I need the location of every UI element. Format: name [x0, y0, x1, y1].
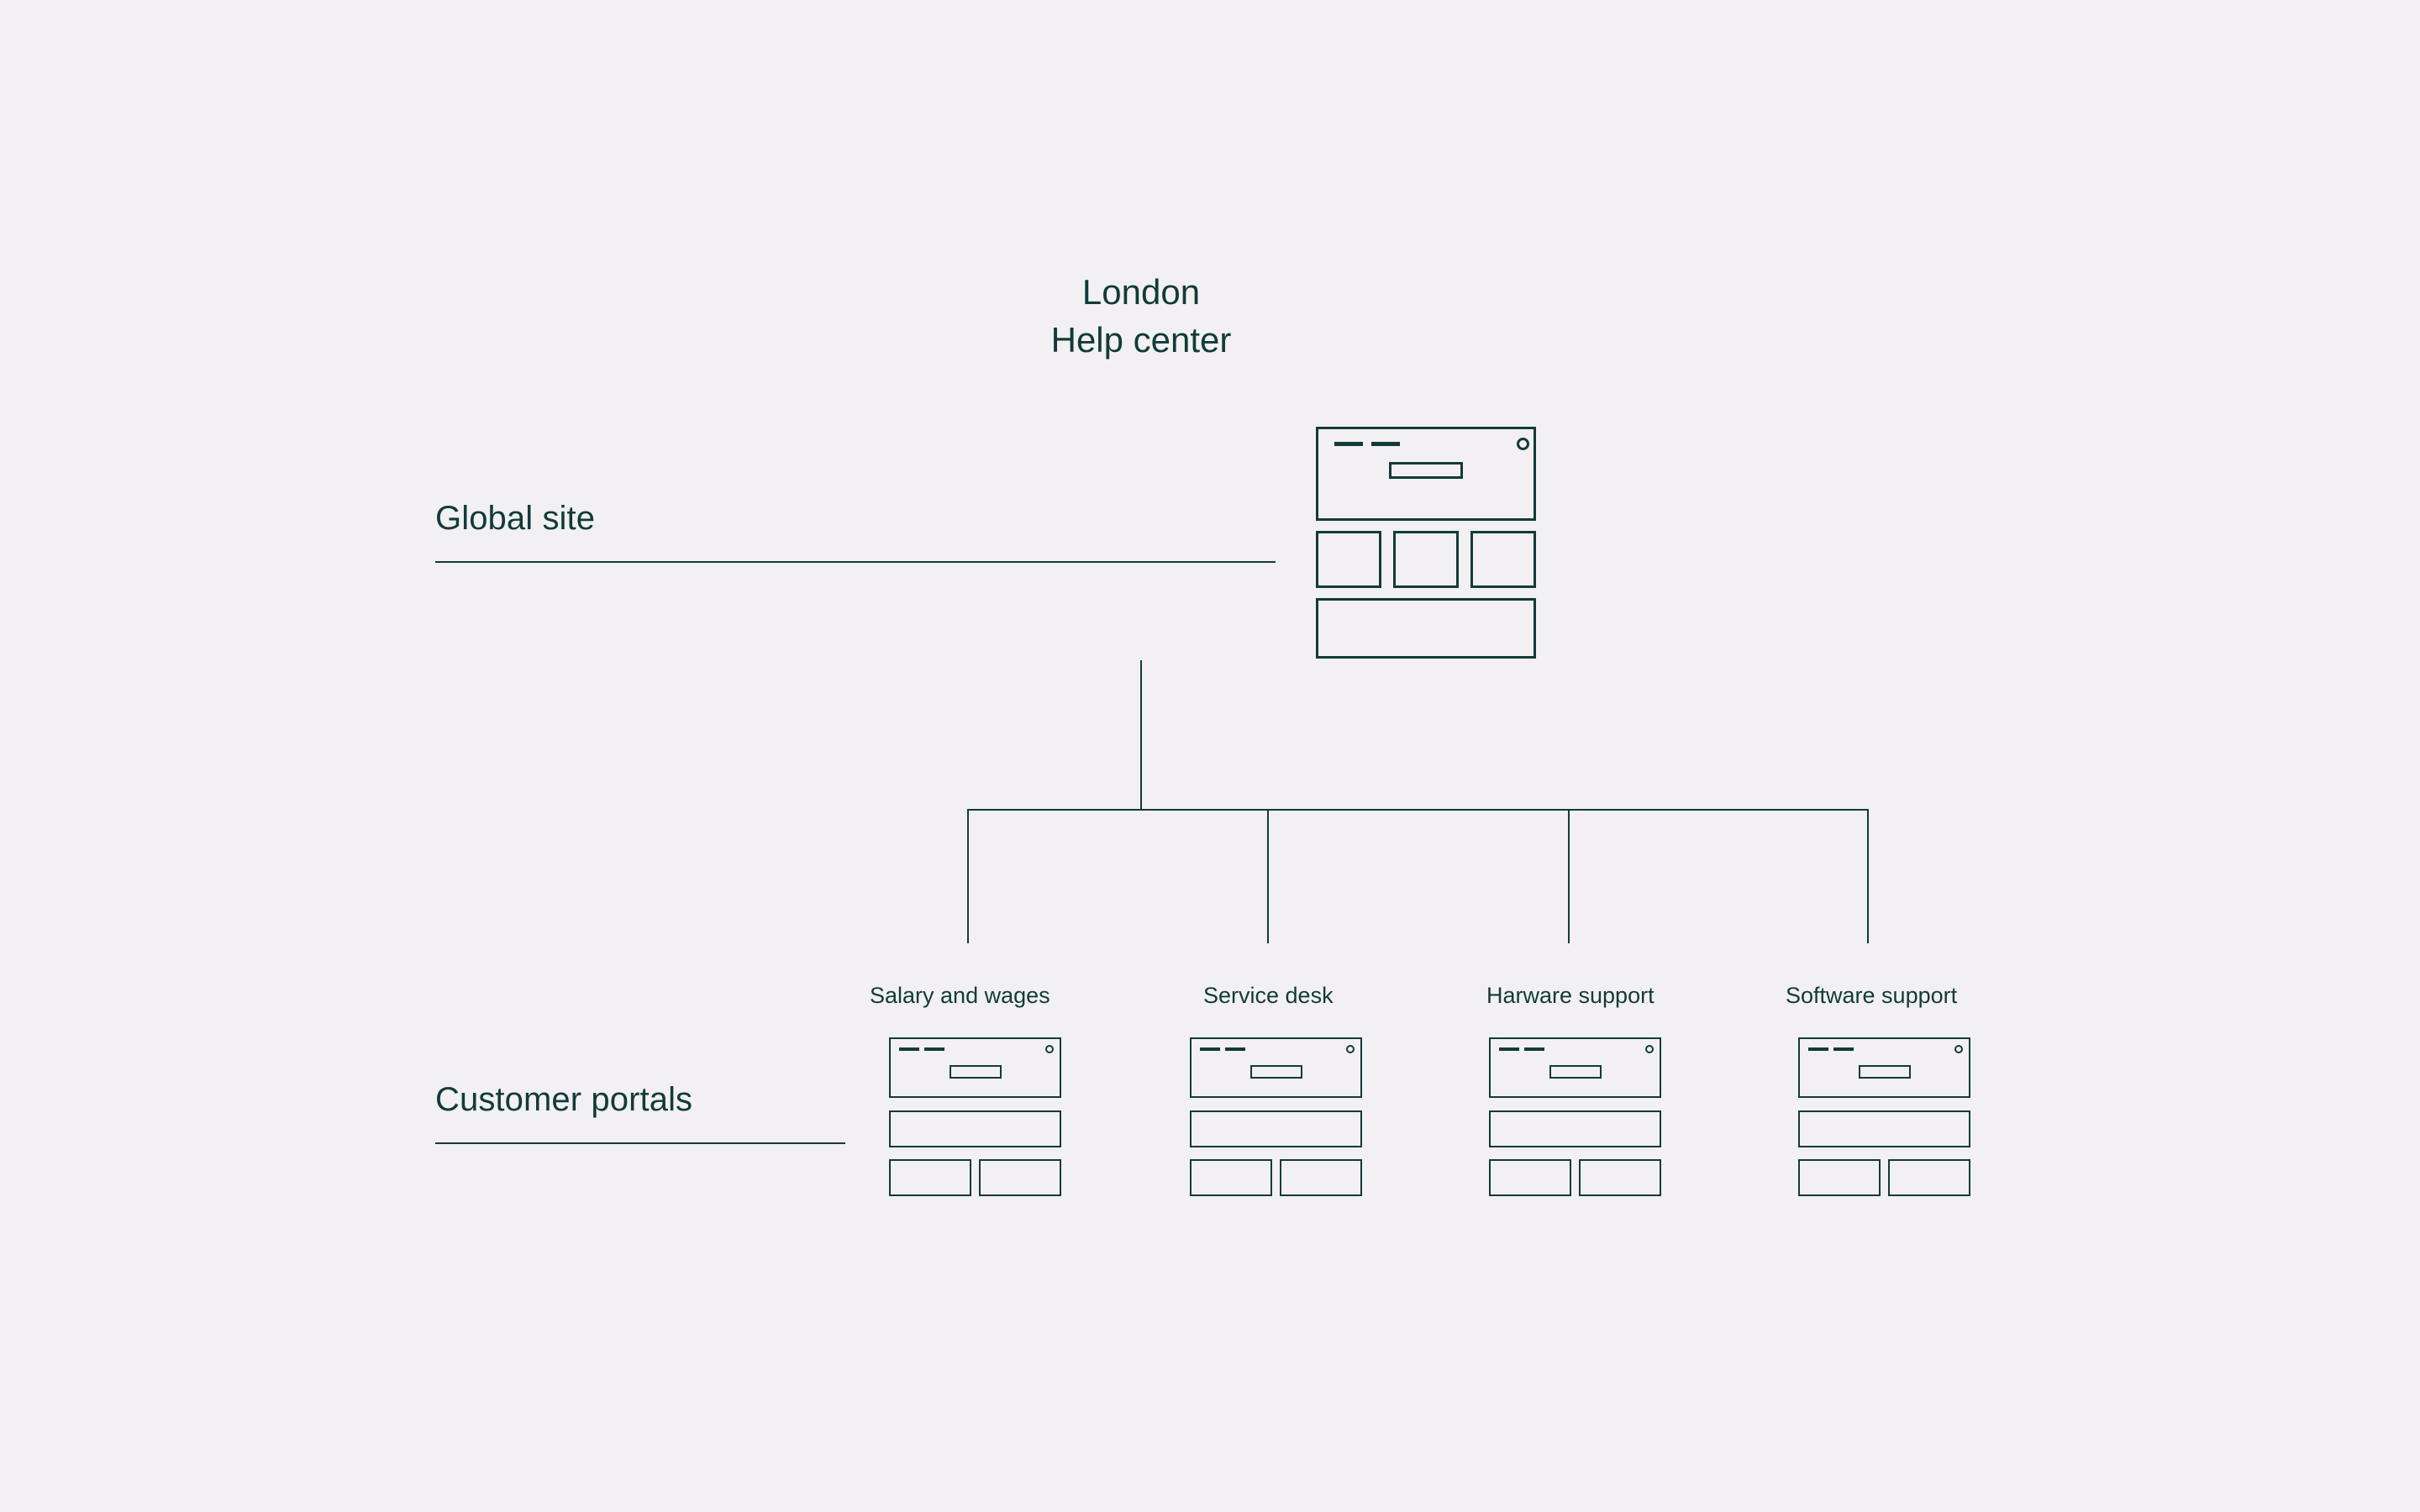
- search-bar[interactable]: [1859, 1065, 1911, 1079]
- search-bar[interactable]: [1250, 1065, 1302, 1079]
- wireframe-card[interactable]: [1888, 1159, 1970, 1196]
- wireframe-content-bar[interactable]: [1798, 1110, 1970, 1147]
- nav-dash-icon: [1808, 1047, 1828, 1051]
- child-label: Service desk: [1203, 983, 1334, 1008]
- section-label-customer-portals: Customer portals: [435, 1081, 693, 1118]
- section-rule-customer-portals: [435, 1142, 845, 1144]
- wireframe-card[interactable]: [979, 1159, 1061, 1196]
- connector-bus: [967, 809, 1868, 811]
- nav-dash-icon: [1225, 1047, 1245, 1051]
- nav-dash-icon: [1499, 1047, 1519, 1051]
- circle-avatar-icon[interactable]: [1954, 1045, 1963, 1053]
- search-bar[interactable]: [950, 1065, 1002, 1079]
- connector-drop: [967, 809, 969, 943]
- wireframe-content-bar[interactable]: [1489, 1110, 1661, 1147]
- wireframe-content-bar[interactable]: [889, 1110, 1061, 1147]
- connector-stem: [1140, 660, 1142, 810]
- section-rule-global-site: [435, 561, 1276, 563]
- circle-avatar-icon[interactable]: [1517, 438, 1529, 450]
- nav-dash-icon: [1200, 1047, 1220, 1051]
- child-label: Harware support: [1486, 983, 1655, 1008]
- connector-drop: [1568, 809, 1570, 943]
- nav-dash-icon: [1334, 442, 1363, 446]
- wireframe-card[interactable]: [1798, 1159, 1881, 1196]
- nav-dash-icon: [899, 1047, 919, 1051]
- nav-dash-icon: [924, 1047, 944, 1051]
- circle-avatar-icon[interactable]: [1346, 1045, 1355, 1053]
- root-title: London Help center: [1051, 269, 1232, 364]
- wireframe-card[interactable]: [1280, 1159, 1362, 1196]
- nav-dash-icon: [1371, 442, 1400, 446]
- wireframe-card[interactable]: [1316, 531, 1381, 588]
- connector-drop: [1867, 809, 1869, 943]
- section-label-global-site: Global site: [435, 500, 596, 537]
- wireframe-card[interactable]: [889, 1159, 971, 1196]
- nav-dash-icon: [1833, 1047, 1854, 1051]
- wireframe-card[interactable]: [1489, 1159, 1571, 1196]
- search-bar[interactable]: [1389, 462, 1463, 479]
- wireframe-header-panel[interactable]: [1316, 427, 1536, 521]
- wireframe-header-panel[interactable]: [1798, 1037, 1970, 1098]
- wireframe-card[interactable]: [1470, 531, 1536, 588]
- root-title-line-1: London: [1081, 272, 1201, 312]
- nav-dash-icon: [1524, 1047, 1544, 1051]
- wireframe-header-panel[interactable]: [889, 1037, 1061, 1098]
- search-bar[interactable]: [1549, 1065, 1602, 1079]
- circle-avatar-icon[interactable]: [1645, 1045, 1654, 1053]
- child-label: Software support: [1786, 983, 1958, 1008]
- wireframe-header-panel[interactable]: [1489, 1037, 1661, 1098]
- connector-drop: [1267, 809, 1269, 943]
- wireframe-card[interactable]: [1579, 1159, 1661, 1196]
- child-label: Salary and wages: [870, 983, 1050, 1008]
- root-title-line-2: Help center: [1050, 319, 1232, 360]
- circle-avatar-icon[interactable]: [1045, 1045, 1054, 1053]
- wireframe-footer-bar[interactable]: [1316, 598, 1536, 659]
- wireframe-card[interactable]: [1393, 531, 1459, 588]
- wireframe-content-bar[interactable]: [1190, 1110, 1362, 1147]
- wireframe-header-panel[interactable]: [1190, 1037, 1362, 1098]
- wireframe-card[interactable]: [1190, 1159, 1272, 1196]
